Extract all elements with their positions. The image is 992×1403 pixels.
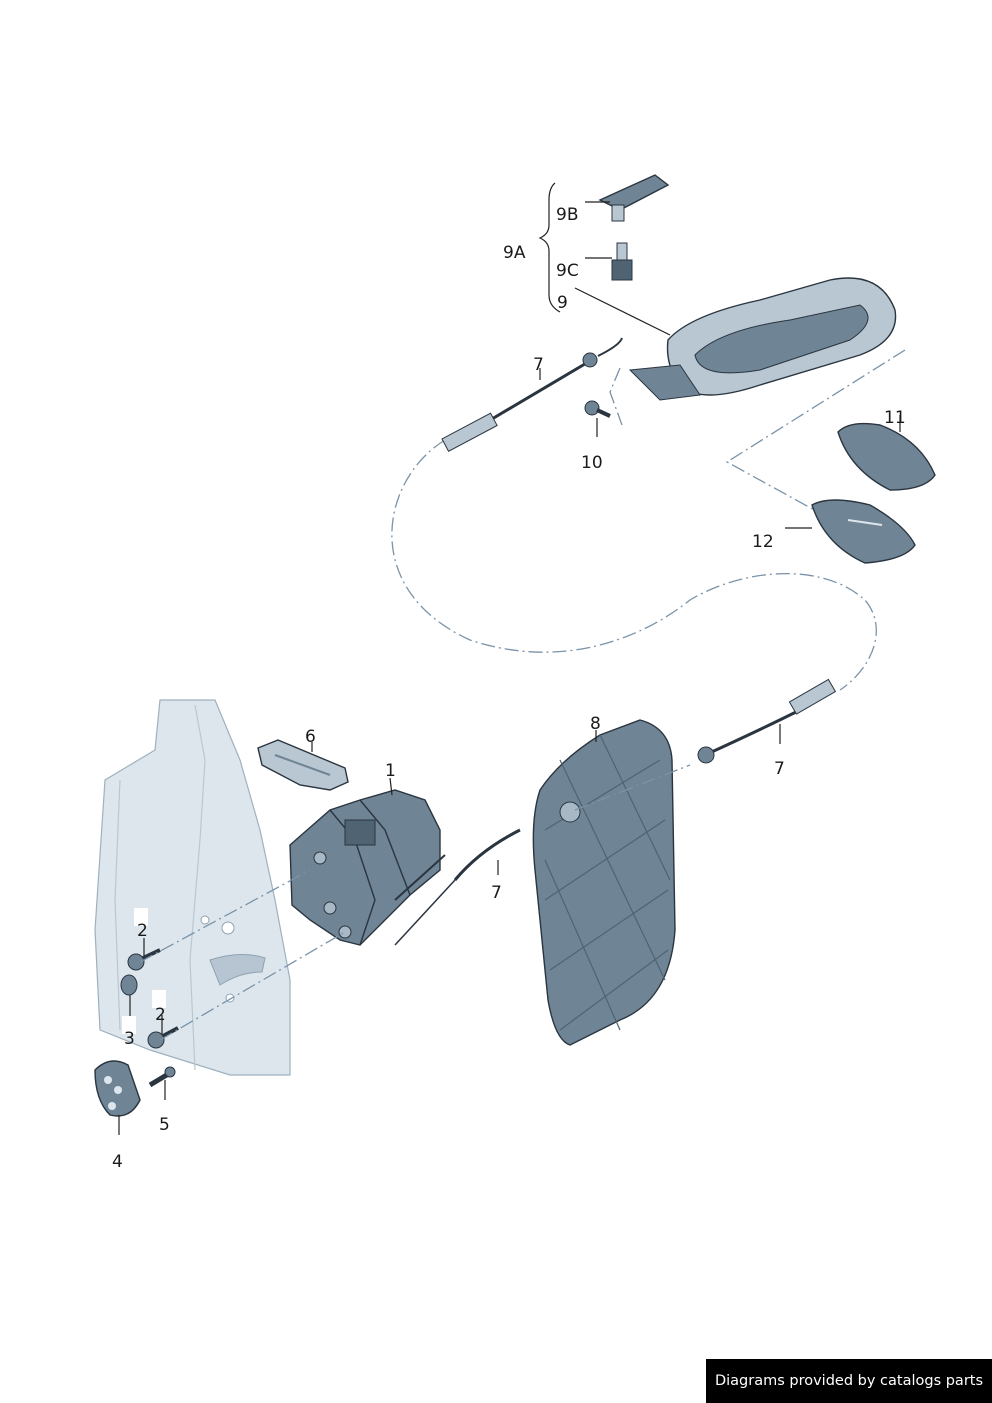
label-9: 9 [557, 293, 568, 313]
label-1: 1 [385, 761, 396, 781]
handle-screw [584, 400, 611, 418]
lock-cable [394, 828, 521, 946]
handle-knob [598, 174, 670, 222]
handle-trim-cap [837, 422, 936, 491]
striker-bolt [148, 1066, 176, 1088]
interior-door-handle [628, 277, 897, 401]
cable-routing-line [391, 439, 877, 691]
cable-routing-line-upper [725, 349, 906, 513]
screw-upper [127, 948, 161, 971]
handle-pin [611, 242, 633, 281]
label-7-upper: 7 [533, 355, 544, 375]
label-4: 4 [112, 1152, 123, 1172]
label-7-lock: 7 [491, 883, 502, 903]
label-3: 3 [124, 1029, 135, 1049]
lock-switch [811, 499, 916, 564]
label-8: 8 [590, 714, 601, 734]
bowden-cable-lower [697, 678, 837, 764]
striker-plate [94, 1060, 141, 1117]
door-panel-plate [532, 719, 691, 1046]
attribution-text: Diagrams provided by catalogs parts [714, 1373, 984, 1389]
cap [120, 974, 138, 996]
label-5: 5 [159, 1115, 170, 1135]
bowden-cable-upper [441, 337, 623, 453]
label-9C: 9C [556, 261, 579, 281]
leader-lines [118, 201, 901, 1135]
bracket-9A [538, 182, 561, 313]
lock-cover [257, 739, 349, 791]
screw-lower [147, 1026, 179, 1049]
label-9A: 9A [503, 243, 526, 263]
door-lock [289, 789, 446, 946]
label-12: 12 [752, 532, 774, 552]
label-6: 6 [305, 727, 316, 747]
attribution-footer: Diagrams provided by catalogs parts [706, 1359, 992, 1403]
label-10: 10 [581, 453, 603, 473]
label-7-lower: 7 [774, 759, 785, 779]
door-pillar [94, 699, 291, 1076]
cable-routing-line-handle [609, 367, 623, 426]
label-2-upper: 2 [137, 921, 148, 941]
label-9B: 9B [556, 205, 578, 225]
label-2-lower: 2 [155, 1005, 166, 1025]
label-11: 11 [884, 408, 906, 428]
